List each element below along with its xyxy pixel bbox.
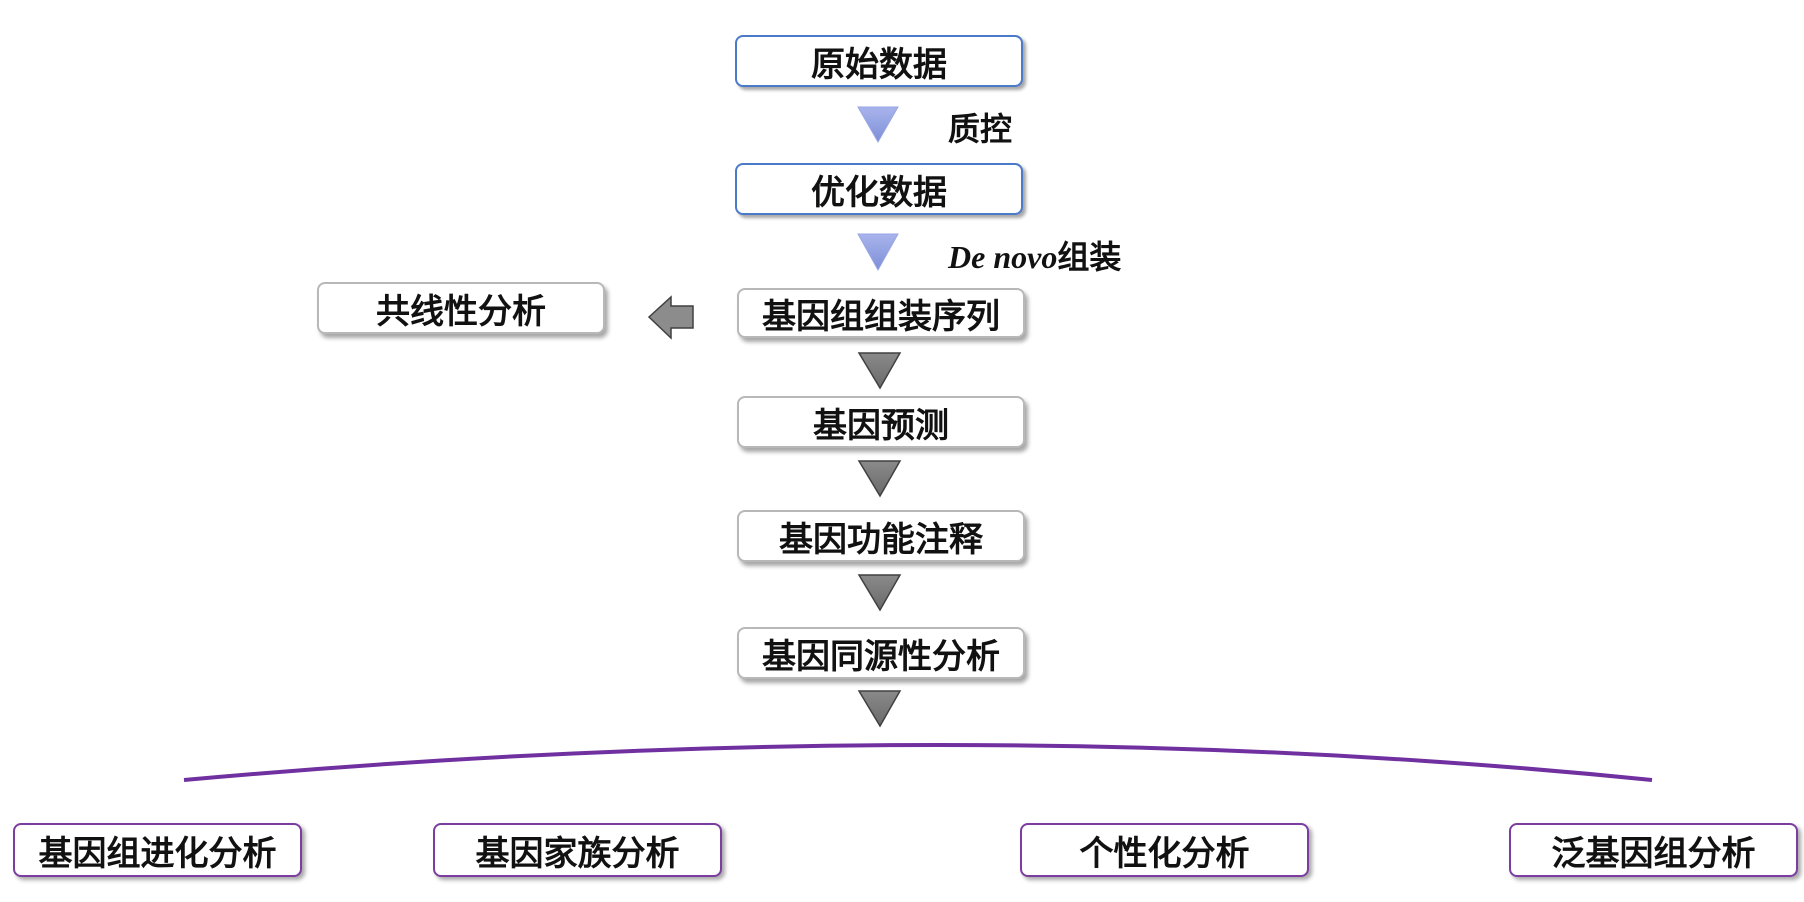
node-homology-analysis: 基因同源性分析 [737,627,1025,679]
output-gene-family-label: 基因家族分析 [475,833,680,874]
node-assembly-sequence: 基因组组装序列 [737,288,1025,338]
down-arrow-icon-2 [857,460,902,498]
node-optimized-data: 优化数据 [735,163,1023,215]
step-denovo-suffix: 组装 [1057,238,1122,276]
node-optimized-data-label: 优化数据 [811,172,947,213]
output-personalized: 个性化分析 [1020,823,1309,877]
branch-curve [183,743,1653,782]
node-assembly-sequence-label: 基因组组装序列 [762,296,1000,337]
output-personalized-label: 个性化分析 [1079,833,1250,874]
node-homology-analysis-label: 基因同源性分析 [762,636,1000,677]
output-gene-family: 基因家族分析 [433,823,722,877]
node-collinearity-label: 共线性分析 [376,291,546,332]
down-arrow-icon-3 [857,574,902,612]
output-genome-evolution-label: 基因组进化分析 [38,833,277,874]
step-qc-label: 质控 [948,110,1013,148]
step-denovo-label: De novo组装 [948,232,1121,278]
node-functional-annotation: 基因功能注释 [737,510,1025,562]
output-pan-genome: 泛基因组分析 [1509,823,1798,877]
output-genome-evolution: 基因组进化分析 [13,823,302,877]
down-arrow-icon-1 [857,352,902,390]
down-arrow-icon-qc [857,106,899,144]
node-functional-annotation-label: 基因功能注释 [779,519,983,560]
left-arrow-icon [647,295,694,340]
node-gene-prediction: 基因预测 [737,396,1025,448]
output-pan-genome-label: 泛基因组分析 [1551,833,1756,874]
node-gene-prediction-label: 基因预测 [813,405,949,446]
down-arrow-icon-4 [857,690,902,728]
step-denovo-italic: De novo [948,239,1058,275]
node-raw-data: 原始数据 [735,35,1023,87]
node-raw-data-label: 原始数据 [811,44,947,85]
down-arrow-icon-assembly [857,233,899,272]
node-collinearity: 共线性分析 [317,282,605,334]
